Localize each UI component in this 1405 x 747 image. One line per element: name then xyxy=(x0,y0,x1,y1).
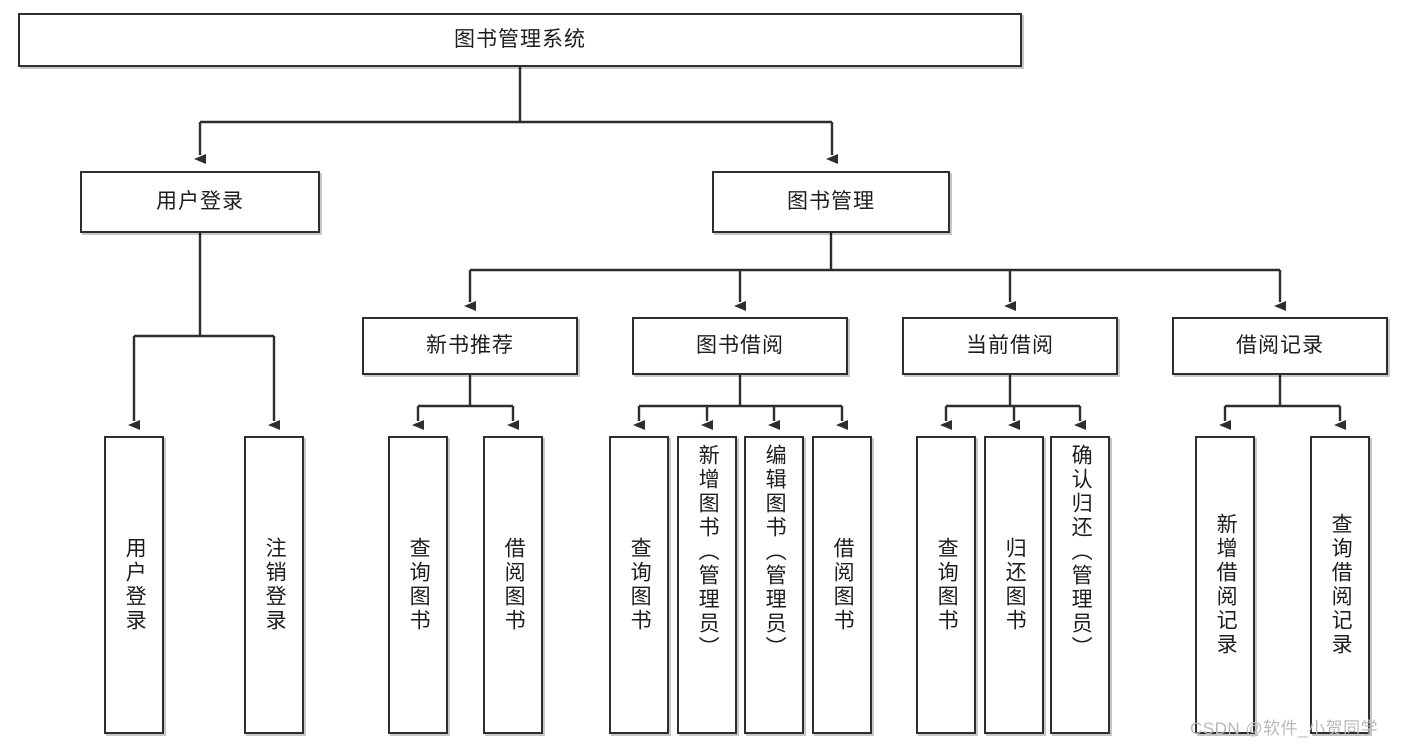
node-root: 图书管理系统 xyxy=(18,13,1022,67)
node-leaf-1: 注销登录 xyxy=(244,436,304,734)
node-label: 新增图书（管理员） xyxy=(696,444,720,660)
node-leaf-5: 新增图书（管理员） xyxy=(677,436,737,734)
node-label: 借阅图书 xyxy=(831,537,855,633)
node-leaf-7: 借阅图书 xyxy=(812,436,872,734)
node-leaf-11: 新增借阅记录 xyxy=(1195,436,1255,734)
node-level2-1: 图书管理 xyxy=(712,171,950,233)
node-level3-1: 图书借阅 xyxy=(632,317,848,375)
node-label: 图书管理 xyxy=(787,190,875,214)
node-label: 查询图书 xyxy=(407,537,431,633)
node-level3-0: 新书推荐 xyxy=(362,317,578,375)
node-level2-0: 用户登录 xyxy=(80,171,320,233)
node-label: 查询图书 xyxy=(935,537,959,633)
node-label: 借阅图书 xyxy=(502,537,526,633)
node-level3-2: 当前借阅 xyxy=(902,317,1118,375)
node-label: 借阅记录 xyxy=(1236,334,1324,358)
node-label: 归还图书 xyxy=(1003,537,1027,633)
node-label: 图书借阅 xyxy=(696,334,784,358)
node-leaf-6: 编辑图书（管理员） xyxy=(744,436,804,734)
node-label: 新书推荐 xyxy=(426,334,514,358)
node-label: 当前借阅 xyxy=(966,334,1054,358)
node-leaf-9: 归还图书 xyxy=(984,436,1044,734)
node-label: 查询图书 xyxy=(628,537,652,633)
node-leaf-4: 查询图书 xyxy=(609,436,669,734)
node-label: 注销登录 xyxy=(263,537,287,633)
node-label: 查询借阅记录 xyxy=(1329,513,1353,657)
node-level3-3: 借阅记录 xyxy=(1172,317,1388,375)
watermark-text: CSDN @软件_小贺同学 xyxy=(1190,719,1379,738)
node-label: 确认归还（管理员） xyxy=(1069,444,1093,660)
node-leaf-3: 借阅图书 xyxy=(483,436,543,734)
node-leaf-8: 查询图书 xyxy=(916,436,976,734)
node-leaf-2: 查询图书 xyxy=(388,436,448,734)
node-leaf-10: 确认归还（管理员） xyxy=(1050,436,1110,734)
node-label: 用户登录 xyxy=(123,537,147,633)
node-label: 新增借阅记录 xyxy=(1214,513,1238,657)
node-leaf-12: 查询借阅记录 xyxy=(1310,436,1370,734)
node-label: 编辑图书（管理员） xyxy=(763,444,787,660)
node-label: 用户登录 xyxy=(156,190,244,214)
node-leaf-0: 用户登录 xyxy=(104,436,164,734)
node-label: 图书管理系统 xyxy=(454,28,586,52)
